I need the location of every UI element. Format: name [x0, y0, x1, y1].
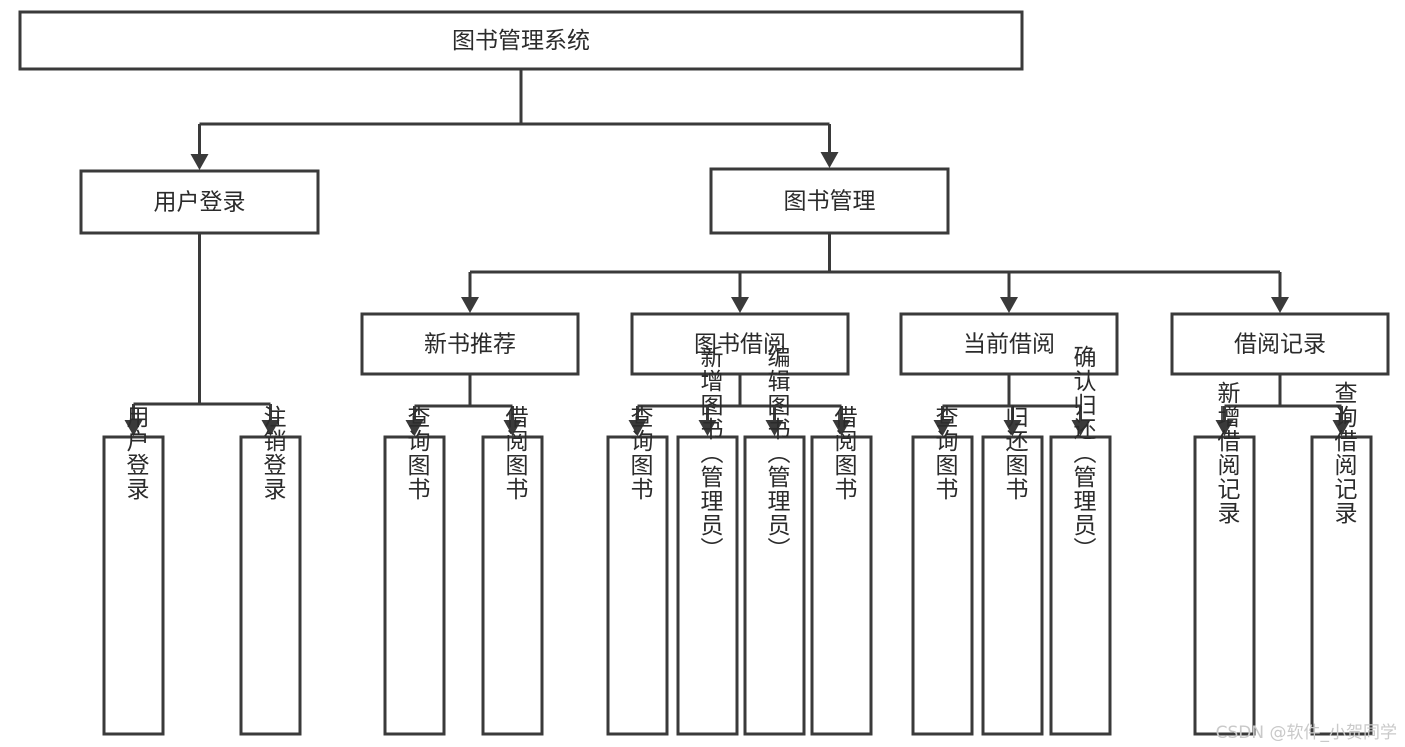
- node-label: 当前借阅: [963, 332, 1055, 358]
- node-label: 查询图书: [403, 405, 431, 501]
- node-box: [1049, 435, 1112, 736]
- arrow-head-icon: [1215, 420, 1234, 436]
- node-leaf-logout[interactable]: 注销登录: [239, 405, 302, 736]
- node-box: [911, 435, 974, 736]
- node-book-borrow[interactable]: 图书借阅: [630, 312, 850, 376]
- node-label: 确认归还（管理员）: [1069, 345, 1097, 561]
- arrow-head-icon: [124, 420, 143, 436]
- node-label: 借阅图书: [830, 405, 858, 501]
- node-label: 图书管理系统: [452, 28, 590, 54]
- node-label: 新增借阅记录: [1213, 381, 1241, 525]
- node-box: [709, 167, 950, 235]
- node-leaf-return[interactable]: 归还图书: [981, 405, 1044, 736]
- node-label: 用户登录: [122, 405, 150, 501]
- node-borrow-record[interactable]: 借阅记录: [1170, 312, 1390, 376]
- node-box: [899, 312, 1119, 376]
- edge-layer: [124, 69, 1351, 436]
- node-box: [383, 435, 446, 736]
- node-leaf-q-rec[interactable]: 查询借阅记录: [1310, 381, 1373, 736]
- node-label: 注销登录: [259, 405, 287, 501]
- node-box: [239, 435, 302, 736]
- node-current-borrow[interactable]: 当前借阅: [899, 312, 1119, 376]
- node-label: 借阅记录: [1234, 332, 1326, 358]
- node-label: 新增图书（管理员）: [696, 345, 724, 561]
- arrow-head-icon: [731, 297, 749, 313]
- node-box: [79, 169, 320, 235]
- node-box: [1310, 435, 1373, 736]
- node-box: [1193, 435, 1256, 736]
- node-label: 查询借阅记录: [1330, 381, 1358, 525]
- arrow-head-icon: [1000, 297, 1018, 313]
- node-user-login[interactable]: 用户登录: [79, 169, 320, 235]
- node-leaf-q-book-3[interactable]: 查询图书: [911, 405, 974, 736]
- node-layer: 图书管理系统用户登录图书管理新书推荐图书借阅当前借阅借阅记录用户登录注销登录查询…: [18, 10, 1390, 736]
- node-label: 用户登录: [154, 190, 246, 216]
- node-box: [102, 435, 165, 736]
- node-leaf-edit-book[interactable]: 编辑图书（管理员）: [743, 345, 806, 736]
- arrow-head-icon: [190, 154, 209, 170]
- node-leaf-borrow-2[interactable]: 借阅图书: [810, 405, 873, 736]
- node-box: [1170, 312, 1390, 376]
- node-box: [360, 312, 580, 376]
- node-leaf-borrow-1[interactable]: 借阅图书: [481, 405, 544, 736]
- node-box: [630, 312, 850, 376]
- node-box: [18, 10, 1024, 71]
- node-label: 归还图书: [1001, 405, 1029, 501]
- node-box: [743, 435, 806, 736]
- node-root[interactable]: 图书管理系统: [18, 10, 1024, 71]
- node-label: 借阅图书: [501, 405, 529, 501]
- node-book-manage[interactable]: 图书管理: [709, 167, 950, 235]
- node-leaf-user-login[interactable]: 用户登录: [102, 405, 165, 736]
- arrow-head-icon: [261, 420, 280, 436]
- node-label: 编辑图书（管理员）: [763, 345, 791, 561]
- arrow-head-icon: [933, 420, 952, 436]
- node-leaf-q-book-2[interactable]: 查询图书: [606, 405, 669, 736]
- arrow-head-icon: [820, 152, 839, 168]
- node-label: 查询图书: [931, 405, 959, 501]
- node-label: 图书借阅: [694, 332, 786, 358]
- node-leaf-confirm[interactable]: 确认归还（管理员）: [1049, 345, 1112, 736]
- arrow-head-icon: [1071, 420, 1090, 436]
- node-leaf-add-rec[interactable]: 新增借阅记录: [1193, 381, 1256, 736]
- arrow-head-icon: [503, 420, 522, 436]
- node-box: [981, 435, 1044, 736]
- node-box: [810, 435, 873, 736]
- node-box: [481, 435, 544, 736]
- node-leaf-q-book-1[interactable]: 查询图书: [383, 405, 446, 736]
- arrow-head-icon: [832, 420, 851, 436]
- node-label: 新书推荐: [424, 332, 516, 358]
- arrow-head-icon: [765, 420, 784, 436]
- arrow-head-icon: [628, 420, 647, 436]
- arrow-head-icon: [1332, 420, 1351, 436]
- arrow-head-icon: [461, 297, 479, 313]
- arrow-head-icon: [698, 420, 717, 436]
- node-box: [606, 435, 669, 736]
- node-box: [676, 435, 739, 736]
- node-label: 图书管理: [784, 189, 876, 215]
- node-leaf-add-book[interactable]: 新增图书（管理员）: [676, 345, 739, 736]
- arrow-head-icon: [405, 420, 424, 436]
- arrow-head-icon: [1271, 297, 1289, 313]
- node-new-book-rec[interactable]: 新书推荐: [360, 312, 580, 376]
- node-label: 查询图书: [626, 405, 654, 501]
- arrow-head-icon: [1003, 420, 1022, 436]
